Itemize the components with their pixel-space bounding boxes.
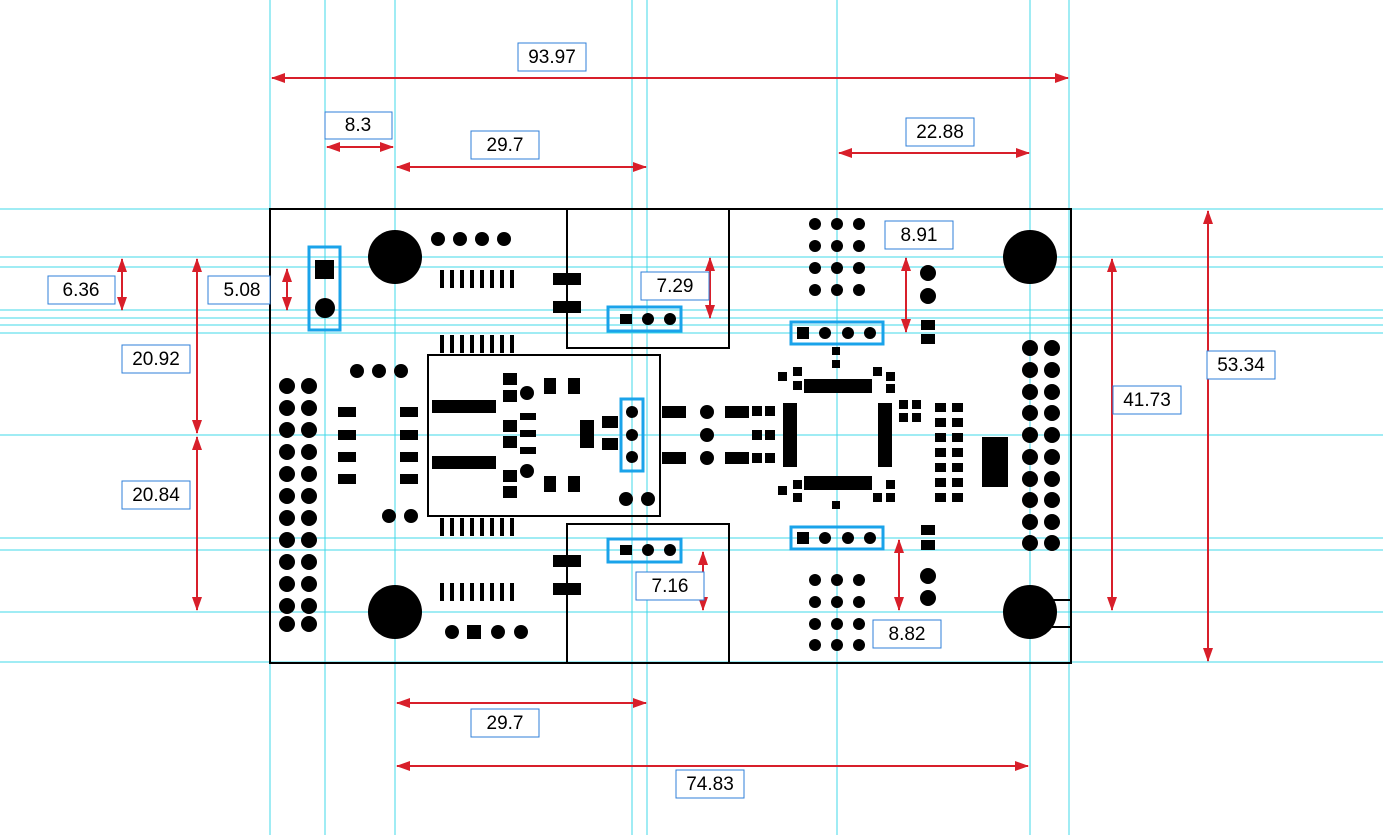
dim-value-left-upper-half: 20.92 [132, 349, 180, 370]
bottom-row-components [440, 518, 581, 639]
module-components [432, 373, 655, 506]
label-hole-span-horizontal: 74.83 [675, 769, 745, 799]
dim-value-overall-width: 93.97 [528, 47, 576, 68]
label-left-small: 6.36 [47, 275, 116, 305]
dim-value-hole-span-vertical: 41.73 [1123, 390, 1171, 411]
connector-highlight [789, 525, 885, 551]
upper-right-pad-grid [809, 218, 936, 344]
connector-highlight [606, 305, 683, 333]
mounting-hole [1003, 230, 1057, 284]
label-top-right-span: 22.88 [905, 117, 975, 147]
label-left-lower-half: 20.84 [121, 480, 191, 510]
mounting-hole [368, 230, 422, 284]
connector-highlight [307, 245, 342, 332]
qfp-ic [778, 347, 921, 509]
label-left-upper-half: 20.92 [121, 344, 191, 374]
label-left-offset: 8.3 [324, 111, 393, 140]
pad [315, 298, 335, 318]
label-top-connector: 7.29 [640, 271, 710, 301]
dim-value-left-small: 6.36 [63, 280, 100, 301]
dimension-labels: 93.97 8.3 29.7 22.88 6.36 5.08 7.29 8.9 [47, 42, 1276, 799]
dimension-arrows [117, 73, 1213, 771]
dim-value-overall-height: 53.34 [1217, 355, 1265, 376]
dim-value-top-span: 29.7 [487, 135, 524, 156]
lower-four-pin-header [789, 525, 885, 551]
left-components [338, 364, 418, 523]
connector-highlight [789, 320, 885, 346]
module-outline [427, 354, 661, 517]
dim-value-upper-header: 8.91 [901, 225, 938, 246]
dim-value-top-connector: 7.29 [657, 276, 694, 297]
connector-highlight [619, 397, 645, 473]
dim-value-lower-header: 8.82 [889, 624, 926, 645]
dim-value-left-offset: 8.3 [345, 115, 371, 136]
dim-value-bottom-span: 29.7 [487, 713, 524, 734]
label-upper-header: 8.91 [884, 220, 954, 250]
label-hole-span-vertical: 41.73 [1112, 385, 1182, 415]
dim-value-left-lower-half: 20.84 [132, 485, 180, 506]
top-three-pin-connector [606, 305, 683, 333]
mounting-hole [1003, 585, 1057, 639]
mounting-holes [368, 230, 1057, 639]
top-row-components [431, 232, 581, 353]
left-edge-connector [307, 245, 342, 332]
dim-value-hole-span-horizontal: 74.83 [686, 774, 734, 795]
label-bottom-connector: 7.16 [635, 571, 705, 601]
label-lower-header: 8.82 [872, 619, 942, 649]
lower-right-pad-grid [809, 525, 936, 651]
hole-leaders [1052, 599, 1071, 628]
label-overall-width: 93.97 [517, 42, 587, 72]
connector-highlight [606, 537, 683, 564]
right-smd-parts [935, 403, 1008, 502]
mounting-hole [368, 585, 422, 639]
label-overall-height: 53.34 [1206, 350, 1276, 380]
dim-value-bottom-connector: 7.16 [652, 576, 689, 597]
left-pin-header [279, 378, 317, 632]
bottom-three-pin-connector [606, 537, 683, 564]
middle-components [662, 405, 775, 465]
center-connector [619, 397, 645, 473]
dim-value-connector-pitch: 5.08 [224, 280, 261, 301]
pcb-board [269, 208, 1072, 664]
pad [315, 260, 334, 279]
upper-four-pin-header [789, 320, 885, 346]
dim-value-top-right-span: 22.88 [916, 122, 964, 143]
label-bottom-span: 29.7 [470, 708, 540, 738]
right-edge-header [1022, 340, 1060, 551]
label-connector-pitch: 5.08 [207, 275, 271, 305]
label-top-span: 29.7 [470, 130, 540, 160]
